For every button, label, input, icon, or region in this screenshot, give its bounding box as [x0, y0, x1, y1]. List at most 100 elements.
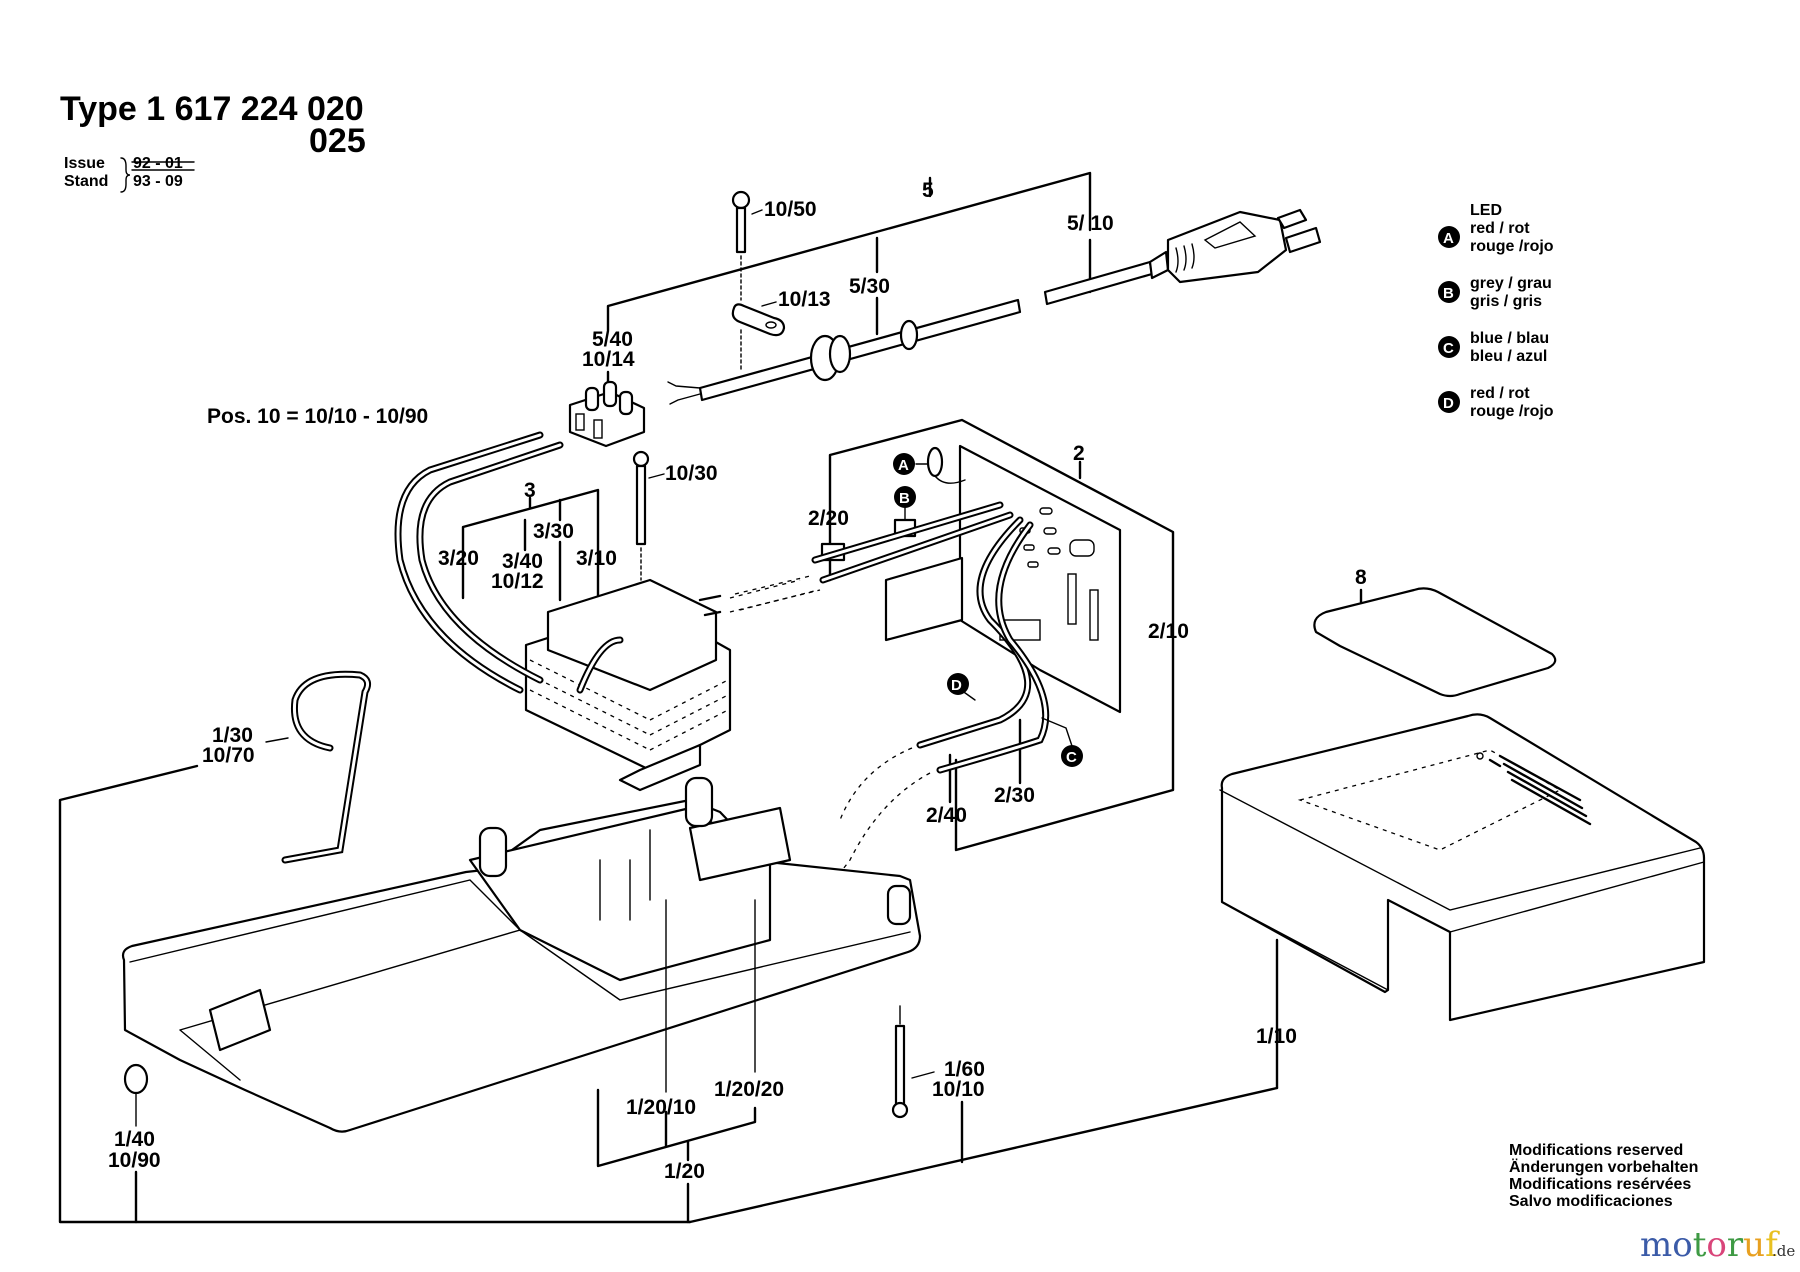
label-10-70: 10/70 — [202, 744, 255, 767]
base-housing — [121, 776, 922, 1133]
plug-prong-2 — [1284, 226, 1322, 254]
terminal-block-10-14 — [568, 380, 646, 448]
leader-10-13 — [761, 301, 777, 307]
wire-bracket-1-30: 1/30 10/70 — [202, 670, 372, 864]
legend-item-d: D red / rot rouge /rojo — [1438, 385, 1554, 420]
screw-head — [891, 1101, 909, 1119]
label-3-30: 3/30 — [533, 520, 574, 543]
svg-text:A: A — [898, 457, 909, 474]
label-5-10: 5/ 10 — [1067, 212, 1114, 235]
group-2-pcb: 2 2/20 2/10 2/30 2/40 — [734, 418, 1189, 921]
badge-b: B — [894, 486, 916, 508]
label-10-90: 10/90 — [108, 1149, 161, 1172]
label-2: 2 — [1073, 442, 1085, 465]
leader-1-20-frame — [596, 1088, 757, 1168]
label-5-30: 5/30 — [849, 275, 890, 298]
base-post-1 — [478, 826, 508, 878]
label-1-20-10: 1/20/10 — [626, 1096, 696, 1119]
label-1-20: 1/20 — [664, 1160, 705, 1183]
mains-plug — [1148, 208, 1322, 284]
watermark-letter: r — [1727, 1225, 1744, 1265]
label-5: 5 — [922, 179, 934, 202]
svg-text:gris / gris: gris / gris — [1470, 293, 1542, 310]
screw-10-50: 10/50 — [731, 190, 817, 301]
transformer-wire-2-core — [418, 443, 562, 682]
tray-inner-edges — [129, 879, 911, 1081]
base-post-3 — [886, 884, 912, 926]
stand-value: 93 - 09 — [133, 173, 183, 190]
base-post-2 — [684, 776, 714, 828]
screw-head — [731, 190, 751, 210]
plug-sleeve — [1148, 250, 1170, 280]
cable-wire-ends — [667, 381, 701, 405]
leader-2-frame — [828, 418, 1175, 852]
cable-clip-10-13: 10/13 — [731, 288, 831, 371]
screw-shank — [894, 1024, 906, 1108]
screw-head — [632, 450, 650, 468]
legend-item-c: C blue / blau bleu / azul — [1438, 330, 1549, 365]
clip-hole — [765, 321, 777, 329]
terminal-post-1 — [584, 386, 600, 412]
terminal-slot-2 — [593, 419, 603, 439]
svg-text:D: D — [1443, 395, 1454, 412]
note-fr: Modifications resérvées — [1509, 1176, 1691, 1193]
label-1-40: 1/40 — [114, 1128, 155, 1151]
heatsink — [884, 556, 964, 642]
label-8: 8 — [1355, 566, 1367, 589]
cover-vent-slots — [1488, 754, 1592, 826]
label-10-14: 10/14 — [582, 348, 635, 371]
badge-c: C — [1061, 745, 1083, 767]
watermark-letter: t — [1693, 1225, 1707, 1265]
label-1-20-20: 1/20/20 — [714, 1078, 784, 1101]
svg-text:D: D — [951, 677, 962, 694]
plug-body — [1166, 210, 1288, 284]
plug-grip — [1203, 221, 1257, 249]
svg-text:B: B — [899, 490, 910, 507]
base-terminal-board — [688, 806, 792, 882]
cover-led-hole — [1476, 752, 1484, 760]
transformer-wire-1-core — [396, 433, 542, 692]
cover-shell — [1220, 713, 1706, 1022]
plug-prong-1 — [1276, 208, 1308, 230]
note-es: Salvo modificaciones — [1509, 1193, 1673, 1210]
transformer-lead-2 — [703, 610, 722, 617]
badge-d: D — [947, 673, 969, 695]
leader-10-50 — [751, 209, 763, 215]
svg-text:rouge /rojo: rouge /rojo — [1470, 238, 1554, 255]
motoruf-watermark: motoruf .de — [1640, 1225, 1795, 1265]
label-5-40: 5/40 — [592, 328, 633, 351]
transformer-lead — [698, 594, 722, 602]
type-variant: 025 — [309, 122, 366, 160]
note-en: Modifications reserved — [1509, 1142, 1683, 1159]
label-2-30: 2/30 — [994, 784, 1035, 807]
svg-text:red / rot: red / rot — [1470, 220, 1530, 237]
washer-1-40: 1/40 10/90 — [108, 1063, 161, 1224]
washer — [123, 1063, 149, 1095]
label-1-10: 1/10 — [1256, 1025, 1297, 1048]
svg-text:B: B — [1443, 285, 1454, 302]
label-1-60: 1/60 — [944, 1058, 985, 1081]
leader-5 — [606, 171, 1092, 332]
cable-segment-2 — [1043, 260, 1154, 306]
badge-a: A — [893, 453, 915, 475]
svg-text:red / rot: red / rot — [1470, 385, 1530, 402]
svg-text:C: C — [1066, 749, 1077, 766]
led-a — [926, 446, 944, 478]
leader-10-30 — [648, 473, 665, 479]
housing-cover: 1/10 — [1219, 713, 1706, 1090]
terminal-slot-1 — [575, 413, 585, 431]
group-1-20: 1/20/10 1/20/20 1/20 — [596, 899, 784, 1224]
watermark-suffix: .de — [1772, 1242, 1795, 1260]
label-3-40: 3/40 — [502, 550, 543, 573]
note-de: Änderungen vorbehalten — [1509, 1158, 1698, 1176]
watermark-letter: o — [1706, 1225, 1726, 1265]
screw-1-60: 1/60 10/10 — [891, 1005, 985, 1164]
terminal-post-3 — [618, 390, 634, 416]
led-legend: LED A red / rot rouge /rojo B grey / gra… — [1438, 202, 1554, 420]
label-10-50: 10/50 — [764, 198, 817, 221]
diagram-header: Type 1 617 224 020 025 Issue Stand 92 - … — [60, 90, 366, 193]
watermark-letter: o — [1672, 1225, 1692, 1265]
label-2-10: 2/10 — [1148, 620, 1189, 643]
led-a-wire — [934, 475, 966, 484]
label-3-10: 3/10 — [576, 547, 617, 570]
